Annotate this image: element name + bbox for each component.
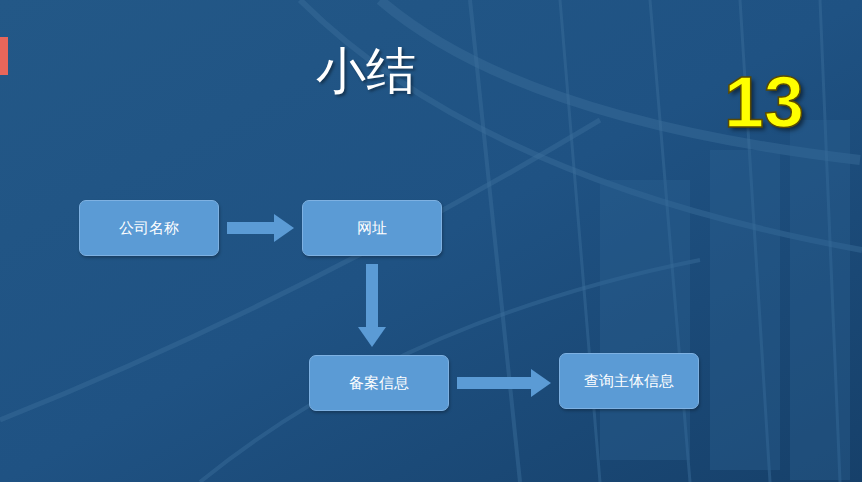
- box-label: 公司名称: [119, 219, 179, 238]
- box-label: 备案信息: [349, 374, 409, 393]
- box-label: 查询主体信息: [584, 372, 674, 391]
- block-arrow: [366, 264, 378, 327]
- process-box: 网址: [302, 200, 442, 256]
- callout-number: 13: [724, 66, 804, 138]
- block-arrow: [457, 377, 531, 389]
- block-arrow: [227, 222, 274, 234]
- accent-bar: [0, 37, 8, 75]
- process-box: 公司名称: [79, 200, 219, 256]
- process-box: 查询主体信息: [559, 353, 699, 409]
- box-label: 网址: [357, 219, 387, 238]
- slide-title: 小结: [316, 44, 416, 99]
- process-box: 备案信息: [309, 355, 449, 411]
- shelf-blocks: [600, 120, 850, 480]
